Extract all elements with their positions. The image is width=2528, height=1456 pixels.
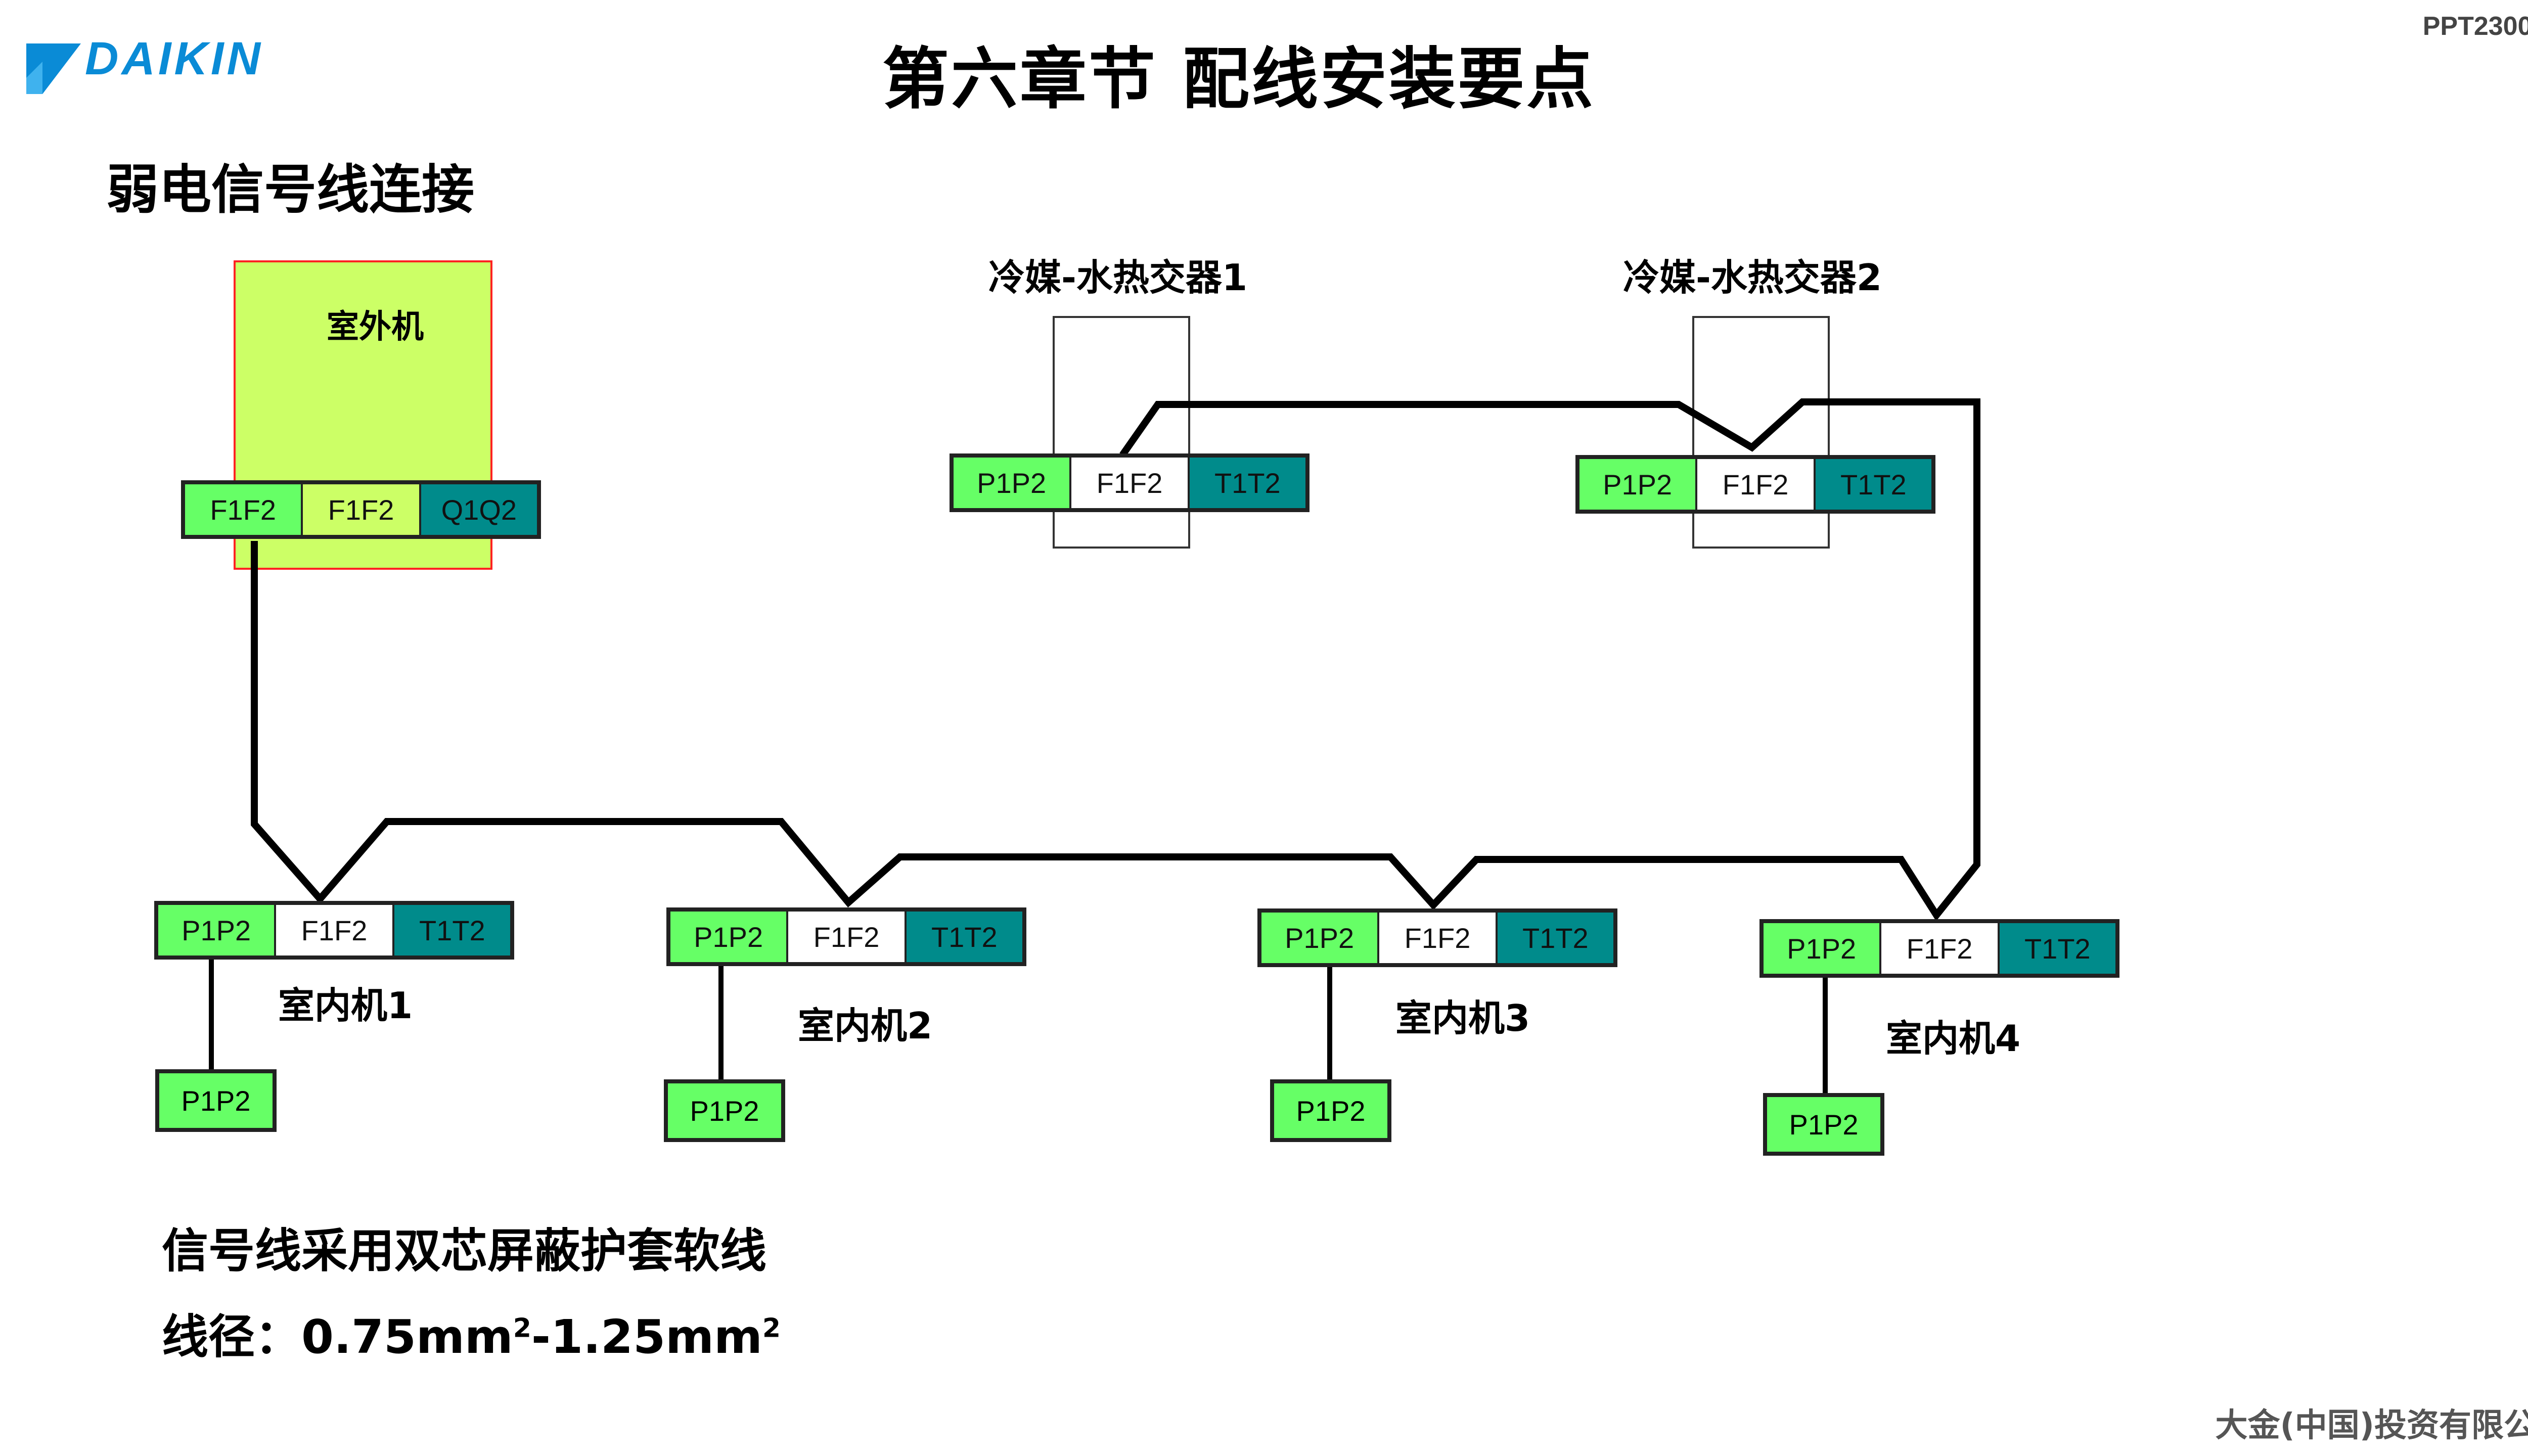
cable-diameter-prefix: 线径：0.75mm: [162, 1310, 513, 1364]
indoor-unit-3-terminal-strip: P1P2 F1F2 T1T2: [1257, 908, 1617, 967]
indoor-unit-2-label: 室内机2: [798, 1005, 933, 1047]
cable-diameter-sup-1: 2: [513, 1313, 531, 1344]
iu1-terminal-t1t2: T1T2: [394, 905, 510, 956]
hx2-terminal-p1p2: P1P2: [1579, 459, 1698, 510]
cable-diameter-sup-2: 2: [762, 1313, 781, 1344]
heat-exchanger-1-label: 冷媒-水热交器1: [988, 256, 1247, 299]
daikin-logo-mark-icon: [26, 43, 81, 94]
iu4-terminal-f1f2: F1F2: [1881, 923, 2000, 974]
iu1-terminal-f1f2: F1F2: [276, 905, 394, 956]
indoor-unit-4-label: 室内机4: [1886, 1017, 2021, 1060]
outdoor-terminal-f1f2-b: F1F2: [303, 484, 421, 535]
indoor-unit-1-label: 室内机1: [278, 984, 413, 1027]
heat-exchanger-2-terminal-strip: P1P2 F1F2 T1T2: [1575, 455, 1935, 514]
hx1-terminal-t1t2: T1T2: [1189, 458, 1305, 508]
iu4-terminal-p1p2: P1P2: [1764, 923, 1882, 974]
indoor-unit-4-terminal-strip: P1P2 F1F2 T1T2: [1759, 919, 2119, 978]
daikin-logo: DAIKIN: [24, 29, 328, 95]
hx1-terminal-f1f2: F1F2: [1071, 458, 1190, 508]
iu3-terminal-f1f2: F1F2: [1379, 913, 1498, 963]
heat-exchanger-2-box: [1692, 316, 1830, 549]
indoor-unit-1-terminal-strip: P1P2 F1F2 T1T2: [154, 901, 514, 960]
iu3-terminal-p1p2: P1P2: [1261, 913, 1380, 963]
cable-type-note: 信号线采用双芯屏蔽护套软线: [162, 1224, 767, 1278]
page-title: 第六章节 配线安装要点: [882, 40, 1595, 118]
footer-company: 大金(中国)投资有限公司: [2215, 1407, 2528, 1444]
indoor-unit-4-remote-p1p2: P1P2: [1763, 1093, 1884, 1156]
document-code: PPT23005A: [2422, 12, 2528, 41]
cable-diameter-mid: -1.25mm: [531, 1310, 762, 1364]
logo-wordmark: DAIKIN: [85, 33, 263, 84]
outdoor-terminal-f1f2-a: F1F2: [185, 484, 303, 535]
hx2-terminal-f1f2: F1F2: [1697, 459, 1816, 510]
heat-exchanger-1-terminal-strip: P1P2 F1F2 T1T2: [950, 453, 1310, 512]
iu3-terminal-t1t2: T1T2: [1497, 913, 1613, 963]
outdoor-terminal-q1q2: Q1Q2: [421, 484, 537, 535]
wire-outdoor-to-indoor-chain: [251, 398, 1980, 922]
indoor-unit-2-remote-p1p2: P1P2: [664, 1079, 785, 1142]
outdoor-unit-label: 室外机: [327, 308, 424, 346]
indoor-unit-3-remote-p1p2: P1P2: [1270, 1079, 1391, 1142]
indoor-unit-2-terminal-strip: P1P2 F1F2 T1T2: [666, 907, 1026, 966]
indoor-unit-3-label: 室内机3: [1395, 997, 1530, 1039]
section-title: 弱电信号线连接: [106, 159, 475, 220]
iu2-terminal-f1f2: F1F2: [788, 912, 907, 962]
cable-diameter-note: 线径：0.75mm2-1.25mm2: [162, 1299, 781, 1367]
hx1-terminal-p1p2: P1P2: [954, 458, 1072, 508]
heat-exchanger-2-label: 冷媒-水热交器2: [1623, 256, 1882, 299]
heat-exchanger-1-box: [1053, 316, 1190, 549]
iu1-terminal-p1p2: P1P2: [158, 905, 277, 956]
hx2-terminal-t1t2: T1T2: [1815, 459, 1931, 510]
outdoor-terminal-strip: F1F2 F1F2 Q1Q2: [181, 480, 541, 539]
iu2-terminal-p1p2: P1P2: [670, 912, 789, 962]
iu2-terminal-t1t2: T1T2: [906, 912, 1022, 962]
indoor-unit-1-remote-p1p2: P1P2: [155, 1069, 277, 1132]
iu4-terminal-t1t2: T1T2: [1999, 923, 2115, 974]
